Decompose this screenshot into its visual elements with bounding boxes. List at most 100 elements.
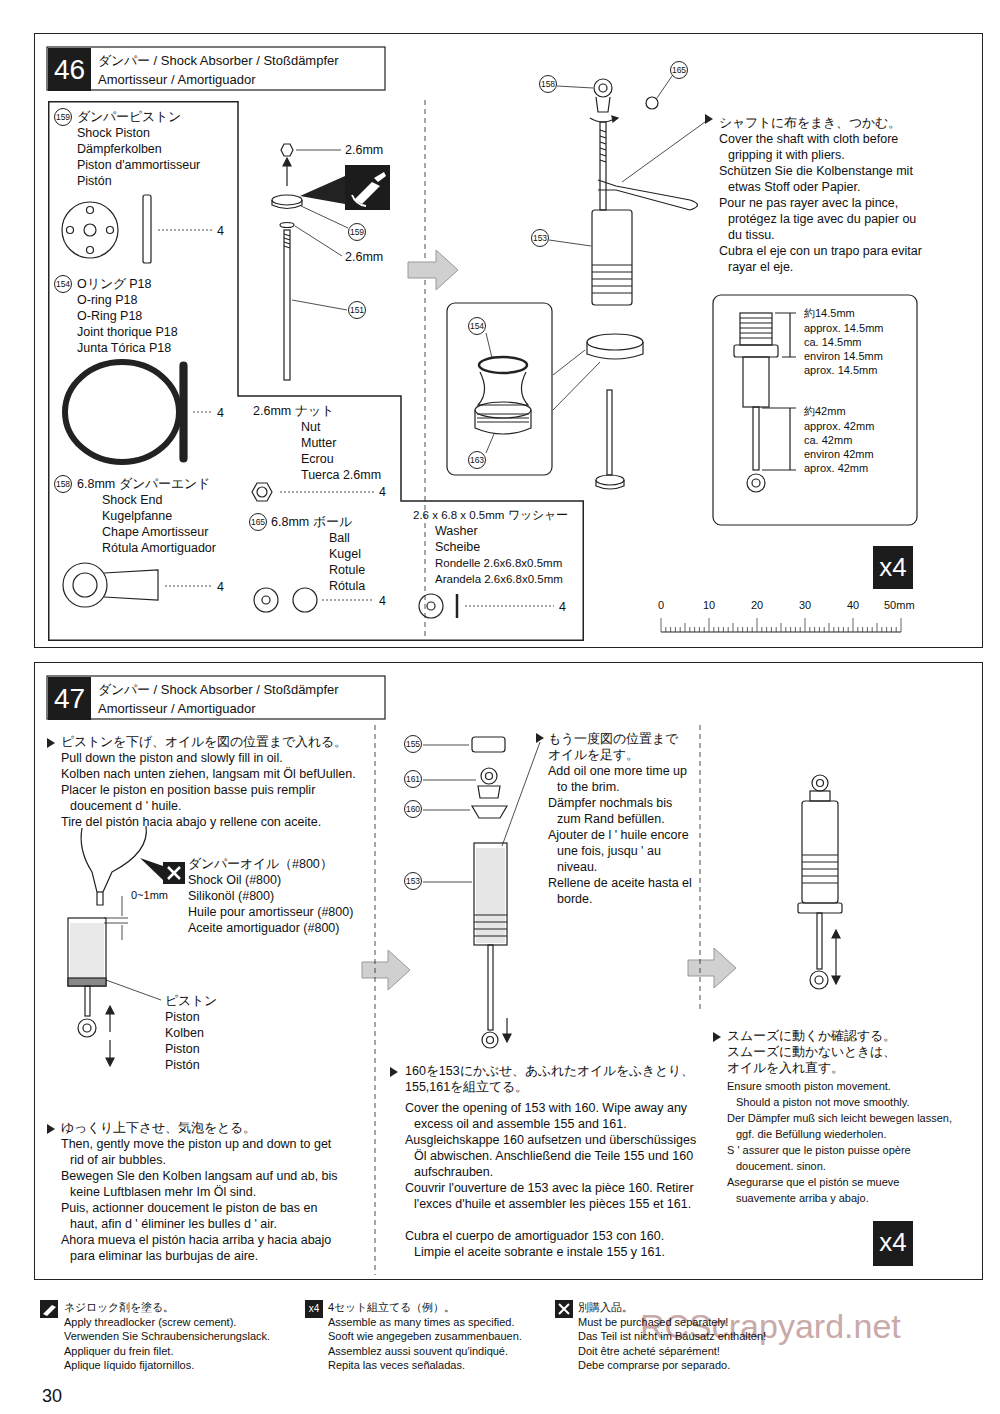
part-text: Shock End [102, 492, 162, 508]
part-text: Rótula [329, 578, 365, 594]
part-text: Rótula Amortiguador [102, 540, 216, 556]
part-text: Dämpferkolben [77, 141, 162, 157]
legend-text: Must be purchased separately! [578, 1315, 728, 1329]
legend-text: Debe comprarse por separado. [578, 1358, 730, 1372]
instruction-text: Then, gently move the piston up and down… [61, 1136, 338, 1168]
dimension-text: 20 [751, 598, 763, 612]
part-text: Nut [301, 419, 320, 435]
callout-number: 155 [404, 735, 422, 753]
legend-text: Doit être acheté séparément! [578, 1344, 720, 1358]
part-text: Ball [329, 530, 350, 546]
part-text: Rondelle 2.6x6.8x0.5mm [435, 555, 562, 571]
instruction-text: Shock Oil (#800) [188, 872, 281, 888]
part-text: O-ring P18 [77, 292, 137, 308]
callout-number: 165 [249, 513, 267, 531]
instruction-text: Aceite amortiguador (#800) [188, 920, 339, 936]
part-text: 6.8mm ボール [271, 514, 352, 530]
dimension-text: aprox. 14.5mm [804, 363, 877, 377]
instruction-text: Asegurarse que el pistón se mueve suavem… [727, 1174, 941, 1206]
dimension-text: 0 [658, 598, 664, 612]
part-text: 4 [379, 484, 386, 500]
legend-text: 別購入品。 [578, 1300, 633, 1314]
instruction-text: ピストン [165, 993, 217, 1009]
quantity-text: x4 [873, 546, 913, 589]
page-number: 30 [42, 1385, 62, 1407]
part-text: ダンパーピストン [77, 109, 181, 125]
legend-text: Repita las veces señaladas. [328, 1358, 465, 1372]
instruction-text: Tire del pistón hacia abajo y rellene co… [61, 814, 321, 830]
instruction-text: 2.6mm [345, 249, 383, 265]
dimension-text: 10 [703, 598, 715, 612]
instruction-text: Rellene de aceite hasta el borde. [548, 875, 697, 907]
instruction-text: Couvrir l'ouverture de 153 avec la pièce… [405, 1180, 704, 1212]
legend-text: Apply threadlocker (screw cement). [64, 1315, 236, 1329]
instruction-text: Ajouter de l ' huile encore une fois, ju… [548, 827, 697, 875]
part-text: 4 [379, 593, 386, 609]
part-text: Chape Amortisseur [102, 524, 208, 540]
dimension-text: 約42mm [804, 404, 846, 418]
callout-number: 159 [348, 223, 366, 241]
instruction-text: Der Dämpfer muß sich leicht bewegen lass… [727, 1110, 960, 1142]
instruction-text: ゆっくり上下させ、気泡をとる。 [61, 1120, 256, 1136]
part-text: Ecrou [301, 451, 334, 467]
legend-text: Das Teil ist nicht im Bausatz enthalten! [578, 1329, 766, 1343]
legend-text: Aplique líquido fijatornillos. [64, 1358, 194, 1372]
instruction-text: Piston [165, 1009, 200, 1025]
callout-number: 163 [468, 451, 486, 469]
callout-number: 159 [54, 108, 72, 126]
part-text: Piston d'ammortisseur [77, 157, 200, 173]
quantity-badge: x4 [873, 1221, 913, 1266]
dimension-text: approx. 42mm [804, 419, 874, 433]
dimension-text: environ 42mm [804, 447, 874, 461]
instruction-text: Huile pour amortisseur (#800) [188, 904, 353, 920]
callout-number: 161 [404, 770, 422, 788]
part-text: Pistón [77, 173, 112, 189]
part-text: O-Ring P18 [77, 308, 142, 324]
instruction-text: Cubra el eje con un trapo para evitar ra… [719, 243, 933, 275]
instruction-text: Ahora mueva el pistón hacia arriba y hac… [61, 1232, 338, 1264]
parts-list: 159ダンパーピストンShock PistonDämpferkolbenPist… [48, 101, 584, 641]
callout-number: 153 [404, 872, 422, 890]
callout-number: 160 [404, 800, 422, 818]
instruction-text: Cover the shaft with cloth before grippi… [719, 131, 933, 163]
part-text: Oリング P18 [77, 276, 151, 292]
legend-text: 4セット組立てる（例）。 [328, 1300, 455, 1314]
dimension-text: aprox. 42mm [804, 461, 868, 475]
instruction-text: Placer le piston en position basse puis … [61, 782, 375, 814]
instruction-text: Schützen Sie die Kolbenstange mit etwas … [719, 163, 933, 195]
legend-text: Assemble as many times as specified. [328, 1315, 514, 1329]
instruction-text: Ensure smooth piston movement. Should a … [727, 1078, 918, 1110]
instruction-text: Puis, actionner doucement le piston de b… [61, 1200, 338, 1232]
step-title: ダンパー / Shock Absorber / Stoßdämpfer Amor… [98, 680, 386, 718]
callout-number: 158 [54, 475, 72, 493]
quantity-badge: x4 [873, 546, 913, 589]
instruction-text: もう一度図の位置までオイルを足す。 [548, 731, 690, 763]
dimension-text: 30 [799, 598, 811, 612]
instruction-text: Pour ne pas rayer avec la pince, protége… [719, 195, 933, 243]
instruction-text: Cubra el cuerpo de amortiguador 153 con … [405, 1228, 704, 1260]
part-text: Scheibe [435, 539, 480, 555]
dimension-text: environ 14.5mm [804, 349, 883, 363]
step-title: ダンパー / Shock Absorber / Stoßdämpfer Amor… [98, 51, 386, 89]
part-text: Washer [435, 523, 478, 539]
part-text: Rotule [329, 562, 365, 578]
part-text: Junta Tórica P18 [77, 340, 171, 356]
instruction-text: ダンパーオイル（#800） [188, 856, 333, 872]
part-text: Joint thorique P18 [77, 324, 178, 340]
legend-text: Verwenden Sie Schraubensicherungslack. [64, 1329, 270, 1343]
instruction-text: Ausgleichskappe 160 aufsetzen und übersc… [405, 1132, 704, 1180]
part-text: Kugel [329, 546, 361, 562]
instruction-text: スムーズに動くか確認する。 [727, 1028, 896, 1044]
legend-text: Assemblez aussi souvent qu'indiqué. [328, 1344, 508, 1358]
instruction-text: Piston [165, 1041, 200, 1057]
legend-text: ネジロック剤を塗る。 [64, 1300, 174, 1314]
callout-number: 154 [54, 275, 72, 293]
legend-text: Appliquer du frein filet. [64, 1344, 173, 1358]
step-number: 47 [48, 677, 91, 720]
dimension-text: 約14.5mm [804, 306, 855, 320]
instruction-text: 160を153にかぶせ、あふれたオイルをふきとり、155,161を組立てる。 [405, 1063, 697, 1095]
quantity-text: x4 [873, 1221, 913, 1264]
part-text: Shock Piston [77, 125, 150, 141]
callout-number: 151 [348, 301, 366, 319]
